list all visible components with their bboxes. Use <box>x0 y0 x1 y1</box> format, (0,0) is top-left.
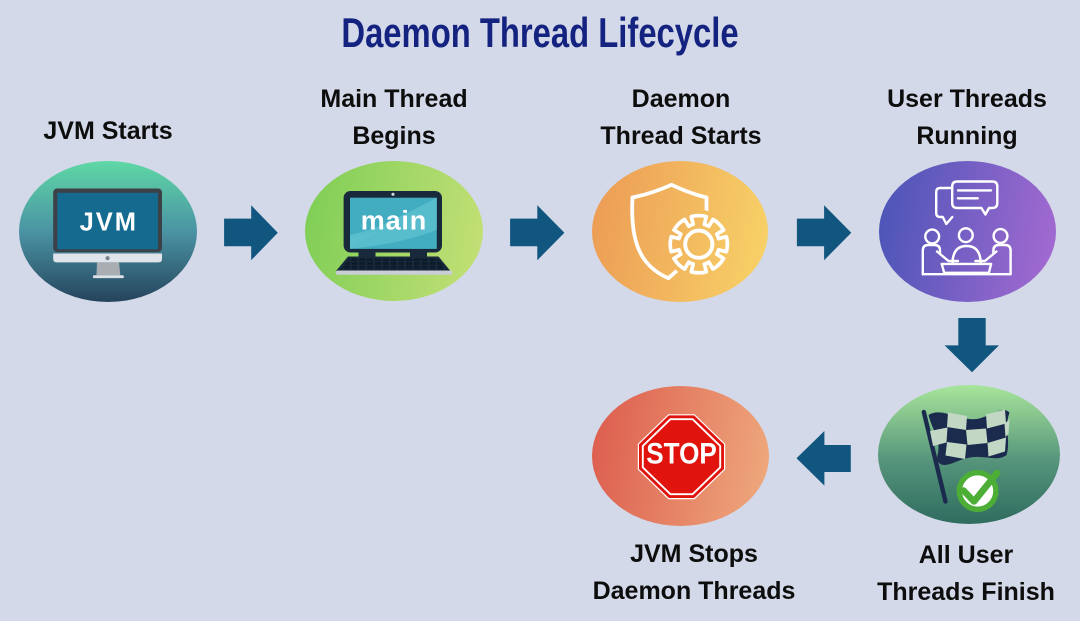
svg-text:main: main <box>361 205 427 235</box>
svg-text:JVM: JVM <box>80 208 138 236</box>
svg-text:STOP: STOP <box>646 437 717 470</box>
